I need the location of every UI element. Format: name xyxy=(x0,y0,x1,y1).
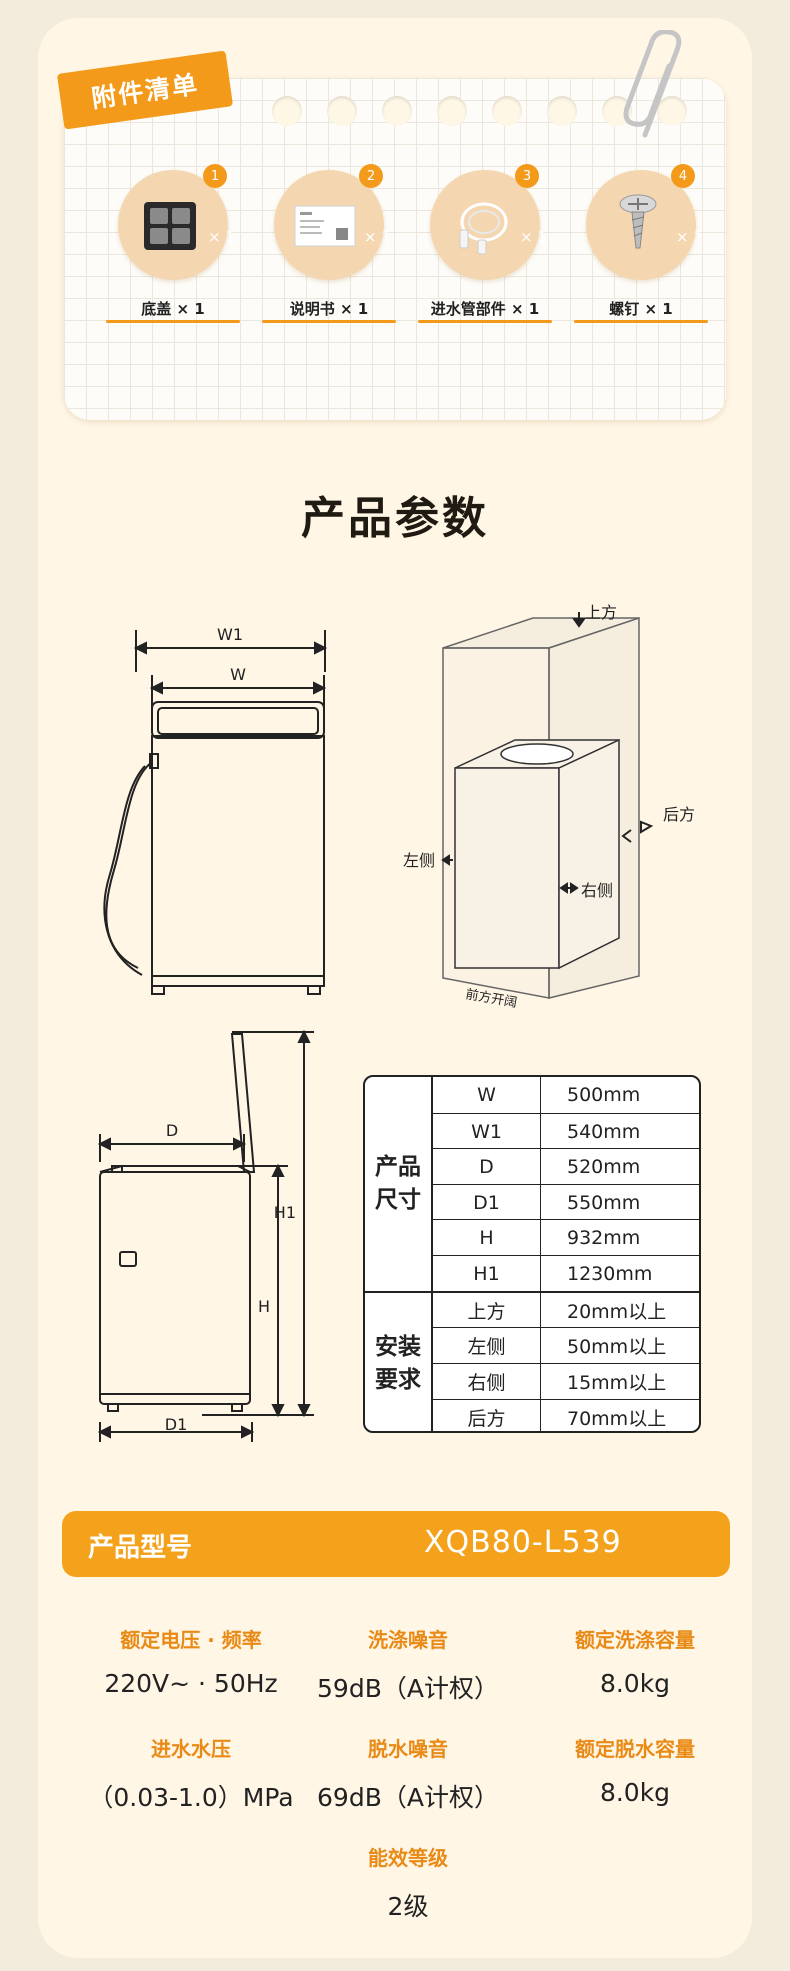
param-value: 59dB（A计权） xyxy=(317,1674,499,1703)
param-spin-noise: 脱水噪音 69dB（A计权） xyxy=(283,1733,533,1814)
accessory-circle xyxy=(430,170,540,280)
accessory-label: 螺钉 × 1 xyxy=(609,300,673,318)
accessory-qty: × 1 xyxy=(364,228,391,246)
param-value: （0.03-1.0）MPa xyxy=(88,1783,294,1812)
model-label: 产品型号 xyxy=(88,1533,193,1563)
param-value: 220V~ · 50Hz xyxy=(104,1669,278,1698)
param-value: 8.0kg xyxy=(599,1669,671,1698)
side-view-diagram: D D1 H H1 xyxy=(97,1029,314,1442)
accessory-item-screw: 4 × 1 螺钉 × 1 xyxy=(566,164,716,330)
param-label: 额定洗涤容量 xyxy=(575,1628,695,1652)
param-label: 脱水噪音 xyxy=(368,1737,448,1761)
clearance-label-left: 左侧 xyxy=(403,851,435,870)
accessory-item-inlet-hose: 3 × 1 进水管部件 × 1 xyxy=(410,164,560,330)
param-value: 2级 xyxy=(387,1892,429,1921)
param-value: 8.0kg xyxy=(599,1778,671,1807)
inlet-hose-icon xyxy=(459,202,508,255)
accessory-underline xyxy=(106,320,240,323)
model-value: XQB80-L539 xyxy=(424,1525,622,1560)
binder-hole xyxy=(492,96,522,126)
dim-label-h1: H1 xyxy=(274,1203,296,1222)
clearance-label-right: 右侧 xyxy=(581,881,613,900)
param-label: 洗涤噪音 xyxy=(368,1628,448,1652)
binder-hole xyxy=(272,96,302,126)
accessory-underline xyxy=(418,320,552,323)
accessory-badge: 3 xyxy=(515,164,539,188)
accessory-underline xyxy=(574,320,708,323)
param-label: 额定电压 · 频率 xyxy=(120,1628,262,1652)
dim-label-d1: D1 xyxy=(165,1415,188,1434)
accessory-qty: × 1 xyxy=(208,228,235,246)
accessory-badge: 1 xyxy=(203,164,227,188)
clearance-label-top: 上方 xyxy=(585,603,617,622)
param-label: 能效等级 xyxy=(368,1846,448,1870)
clearance-label-back: 后方 xyxy=(663,805,695,824)
param-energy-grade: 能效等级 2级 xyxy=(283,1842,533,1923)
binder-hole xyxy=(382,96,412,126)
model-bar: 产品型号 XQB80-L539 xyxy=(62,1511,730,1577)
param-value: 69dB（A计权） xyxy=(317,1783,499,1812)
param-wash-noise: 洗涤噪音 59dB（A计权） xyxy=(283,1624,533,1705)
spec-group-dimensions: 产品 尺寸 xyxy=(365,1077,433,1291)
screw-icon xyxy=(619,194,657,249)
accessory-item-manual: 2 × 1 说明书 × 1 xyxy=(254,164,404,330)
accessory-item-base-cover: 1 × 1 底盖 × 1 xyxy=(98,164,248,330)
front-view-diagram: W1 W xyxy=(103,625,328,995)
paperclip-icon xyxy=(623,30,682,138)
accessory-badge: 2 xyxy=(359,164,383,188)
accessory-underline xyxy=(262,320,396,323)
param-voltage: 额定电压 · 频率 220V~ · 50Hz xyxy=(66,1624,316,1698)
spec-group-install: 安装 要求 xyxy=(365,1291,433,1431)
accessory-label: 说明书 × 1 xyxy=(289,300,369,318)
param-water-pressure: 进水水压 （0.03-1.0）MPa xyxy=(66,1733,316,1814)
binder-hole xyxy=(657,96,687,126)
dim-label-d: D xyxy=(166,1121,178,1140)
section-title: 产品参数 xyxy=(301,493,489,544)
dim-label-w: W xyxy=(230,665,246,684)
accessory-qty: × 1 xyxy=(520,228,547,246)
binder-hole xyxy=(327,96,357,126)
param-spin-capacity: 额定脱水容量 8.0kg xyxy=(510,1733,760,1807)
manual-icon xyxy=(294,205,356,247)
accessory-label: 底盖 × 1 xyxy=(141,300,205,318)
param-label: 额定脱水容量 xyxy=(575,1737,695,1761)
param-wash-capacity: 额定洗涤容量 8.0kg xyxy=(510,1624,760,1698)
accessory-badge: 4 xyxy=(671,164,695,188)
dim-label-h: H xyxy=(258,1297,270,1316)
accessory-label: 进水管部件 × 1 xyxy=(430,300,540,318)
clearance-diagram: 上方 后方 左侧 右侧 前方开阔 xyxy=(403,603,695,1011)
binder-hole xyxy=(437,96,467,126)
dim-label-w1: W1 xyxy=(217,625,243,644)
binder-hole xyxy=(547,96,577,126)
base-cover-icon xyxy=(144,202,196,250)
param-label: 进水水压 xyxy=(151,1737,231,1761)
accessory-qty: × 1 xyxy=(676,228,703,246)
